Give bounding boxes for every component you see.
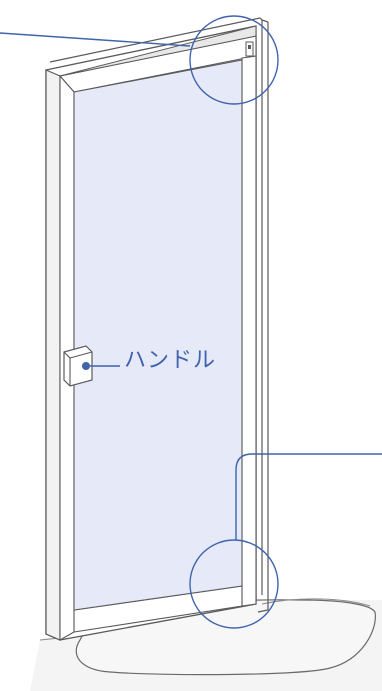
bottom-callout-leader bbox=[235, 453, 382, 540]
callouts bbox=[0, 15, 382, 629]
handle-callout-dot bbox=[82, 362, 90, 370]
glass-panel bbox=[73, 59, 243, 611]
top-hinge-fitting bbox=[245, 41, 254, 57]
top-callout-circle bbox=[189, 15, 279, 105]
bottom-callout-circle bbox=[189, 539, 279, 629]
handle-label: ハンドル bbox=[124, 348, 217, 373]
top-callout-leader bbox=[0, 32, 191, 47]
door-handle bbox=[63, 345, 93, 387]
